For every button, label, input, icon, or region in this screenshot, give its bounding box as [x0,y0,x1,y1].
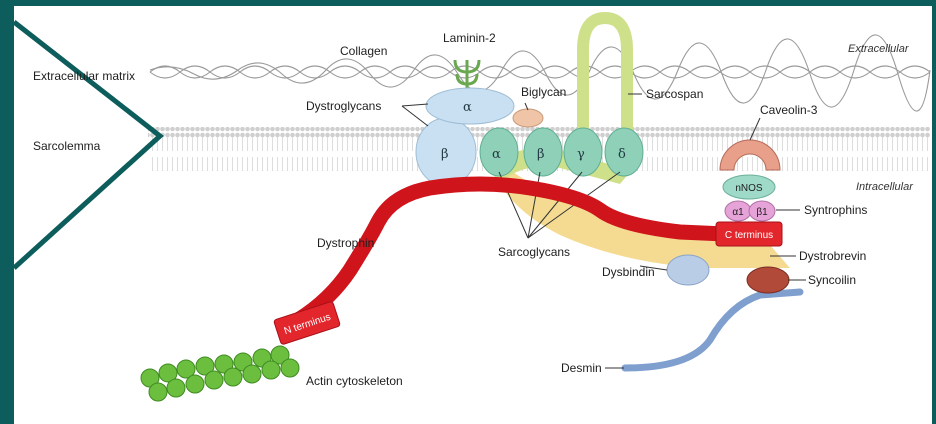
sarcospan-label: Sarcospan [646,87,703,101]
sarcoglycan-gamma-glyph: γ [577,147,585,162]
sarcolemma-label: Sarcolemma [33,139,101,153]
biglycan-label: Biglycan [521,85,566,99]
sarcoglycan-beta-glyph: β [537,147,545,162]
intracellular-label: Intracellular [856,181,914,193]
dystroglycan-alpha-glyph: α [463,100,472,115]
diagram-panel [14,6,932,424]
dysbindin-label: Dysbindin [602,265,655,279]
dysbindin-shape [667,255,709,285]
sarcoglycans-label: Sarcoglycans [498,245,570,259]
collagen-label: Collagen [340,44,387,58]
nnos-label: nNOS [735,183,763,194]
syntrophin-a1-glyph: α1 [732,207,744,218]
biglycan-shape [513,109,543,127]
syncoilin-label: Syncoilin [808,273,856,287]
dystrophin-label: Dystrophin [317,236,374,250]
c-terminus-label: C terminus [725,230,773,241]
dystrobrevin-label: Dystrobrevin [799,249,866,263]
laminin-label: Laminin-2 [443,31,496,45]
actin-label: Actin cytoskeleton [306,374,403,388]
desmin-label: Desmin [561,361,602,375]
dystroglycans-label: Dystroglycans [306,99,381,113]
dystroglycan-beta-glyph: β [441,147,449,162]
syntrophins-label: Syntrophins [804,203,867,217]
syncoilin-shape [747,267,789,293]
syntrophin-b1-glyph: β1 [756,207,768,218]
extracellular-label: Extracellular [848,43,910,55]
sarcoglycan-alpha-glyph: α [492,147,501,162]
extracellular-matrix-label: Extracellular matrix [33,69,135,83]
sarcoglycan-delta-glyph: δ [618,147,626,162]
caveolin-label: Caveolin-3 [760,103,818,117]
